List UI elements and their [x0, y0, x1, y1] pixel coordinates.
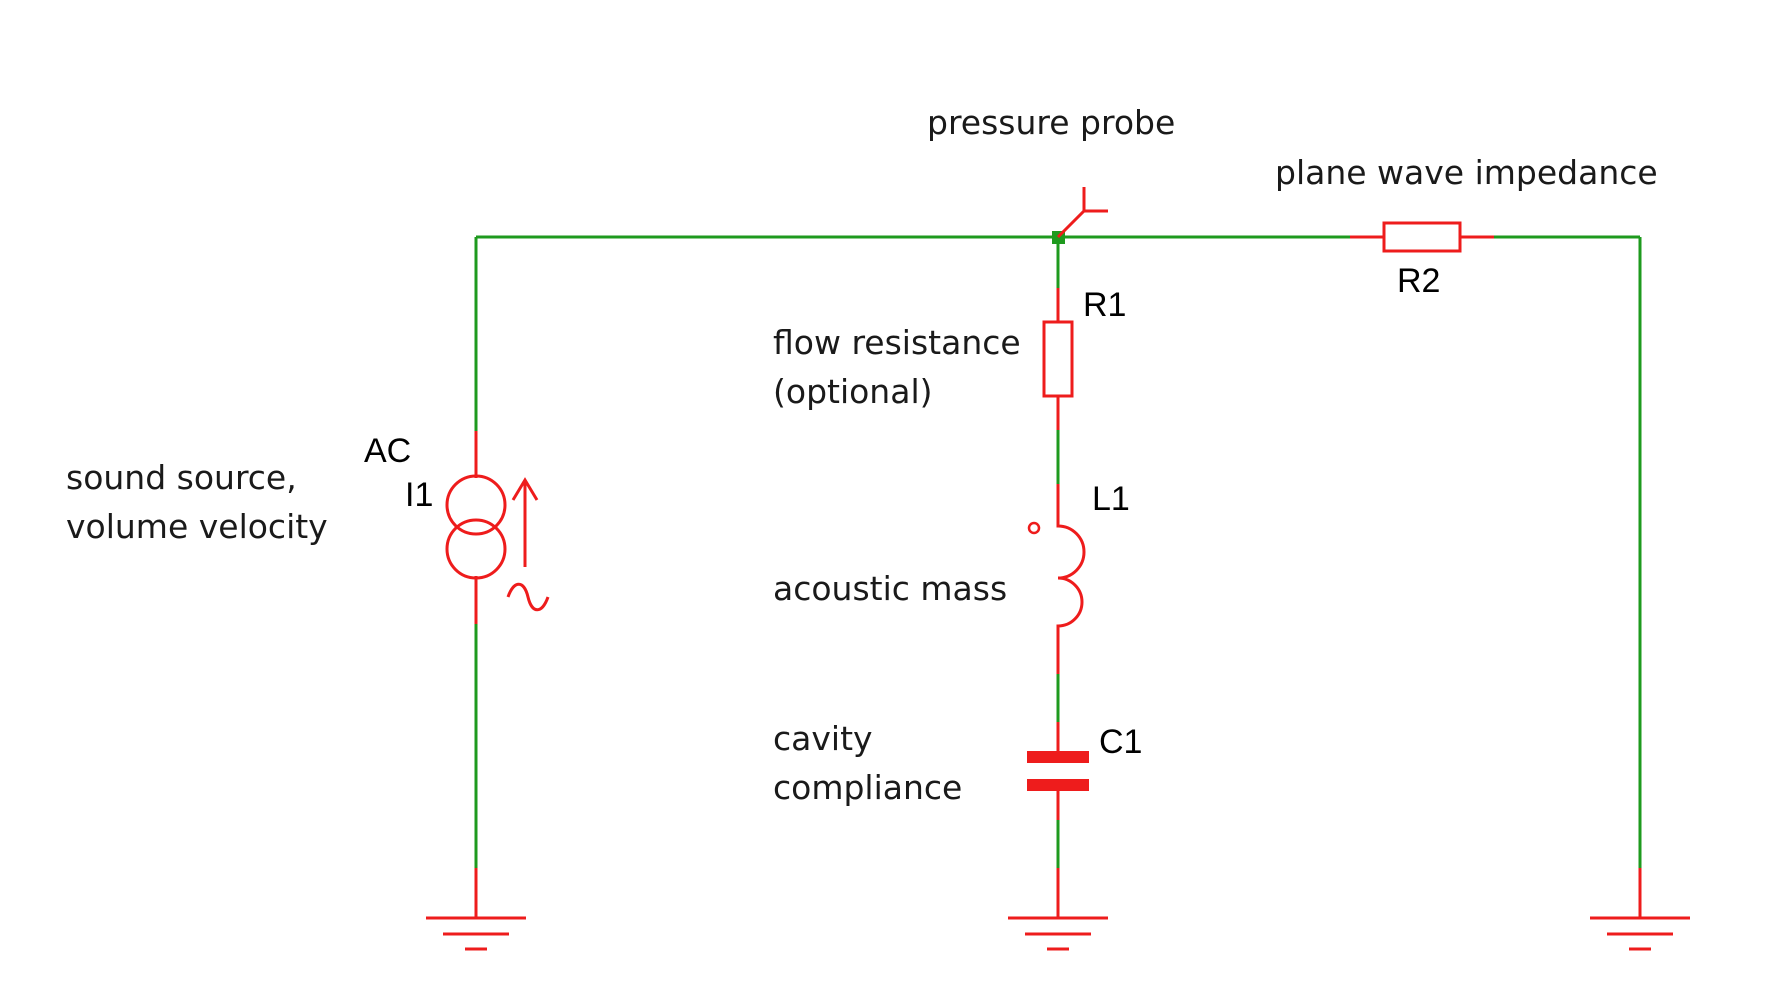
source-type-label: AC [364, 432, 411, 470]
inductor-icon [1056, 484, 1086, 674]
flow-resistance-label-line1: flow resistance [773, 323, 1021, 362]
sine-wave-icon [506, 582, 550, 612]
r1-resistor: R1 [1042, 286, 1126, 430]
ac-current-source-lower-circle [445, 518, 507, 580]
flow-resistance-label-line2: (optional) [773, 372, 933, 411]
wires [474, 235, 1642, 870]
c1-ref: C1 [1099, 723, 1142, 761]
i1-current-source: AC I1 [364, 431, 550, 624]
plane-wave-impedance-label: plane wave impedance [1275, 153, 1658, 192]
l1-ref: L1 [1092, 480, 1130, 518]
r1-body [1042, 320, 1074, 398]
l1-inductor: L1 [1027, 480, 1130, 674]
cavity-compliance-label-line1: cavity [773, 719, 873, 758]
i1-ref: I1 [405, 476, 433, 514]
capacitor-plate-bottom [1027, 779, 1089, 791]
ground-icon [1008, 868, 1108, 951]
capacitor-plate-top [1027, 751, 1089, 763]
c1-capacitor: C1 [1027, 722, 1142, 820]
ac-current-source-icon [445, 474, 507, 536]
r2-resistor: R2 [1350, 221, 1494, 300]
cavity-compliance-label-line2: compliance [773, 768, 962, 807]
ground-icon [426, 868, 526, 951]
r2-body [1382, 221, 1462, 253]
ground-icon [1590, 868, 1690, 951]
pressure-probe-label: pressure probe [927, 103, 1175, 142]
acoustic-mass-label: acoustic mass [773, 569, 1007, 608]
r2-ref: R2 [1397, 262, 1440, 300]
probe-icon [1056, 187, 1108, 239]
sound-source-label-line1: sound source, [66, 458, 297, 497]
r1-ref: R1 [1083, 286, 1126, 324]
inductor-polarity-dot [1027, 521, 1041, 535]
sound-source-label-line2: volume velocity [66, 507, 328, 546]
arrow-up-icon [511, 477, 539, 567]
